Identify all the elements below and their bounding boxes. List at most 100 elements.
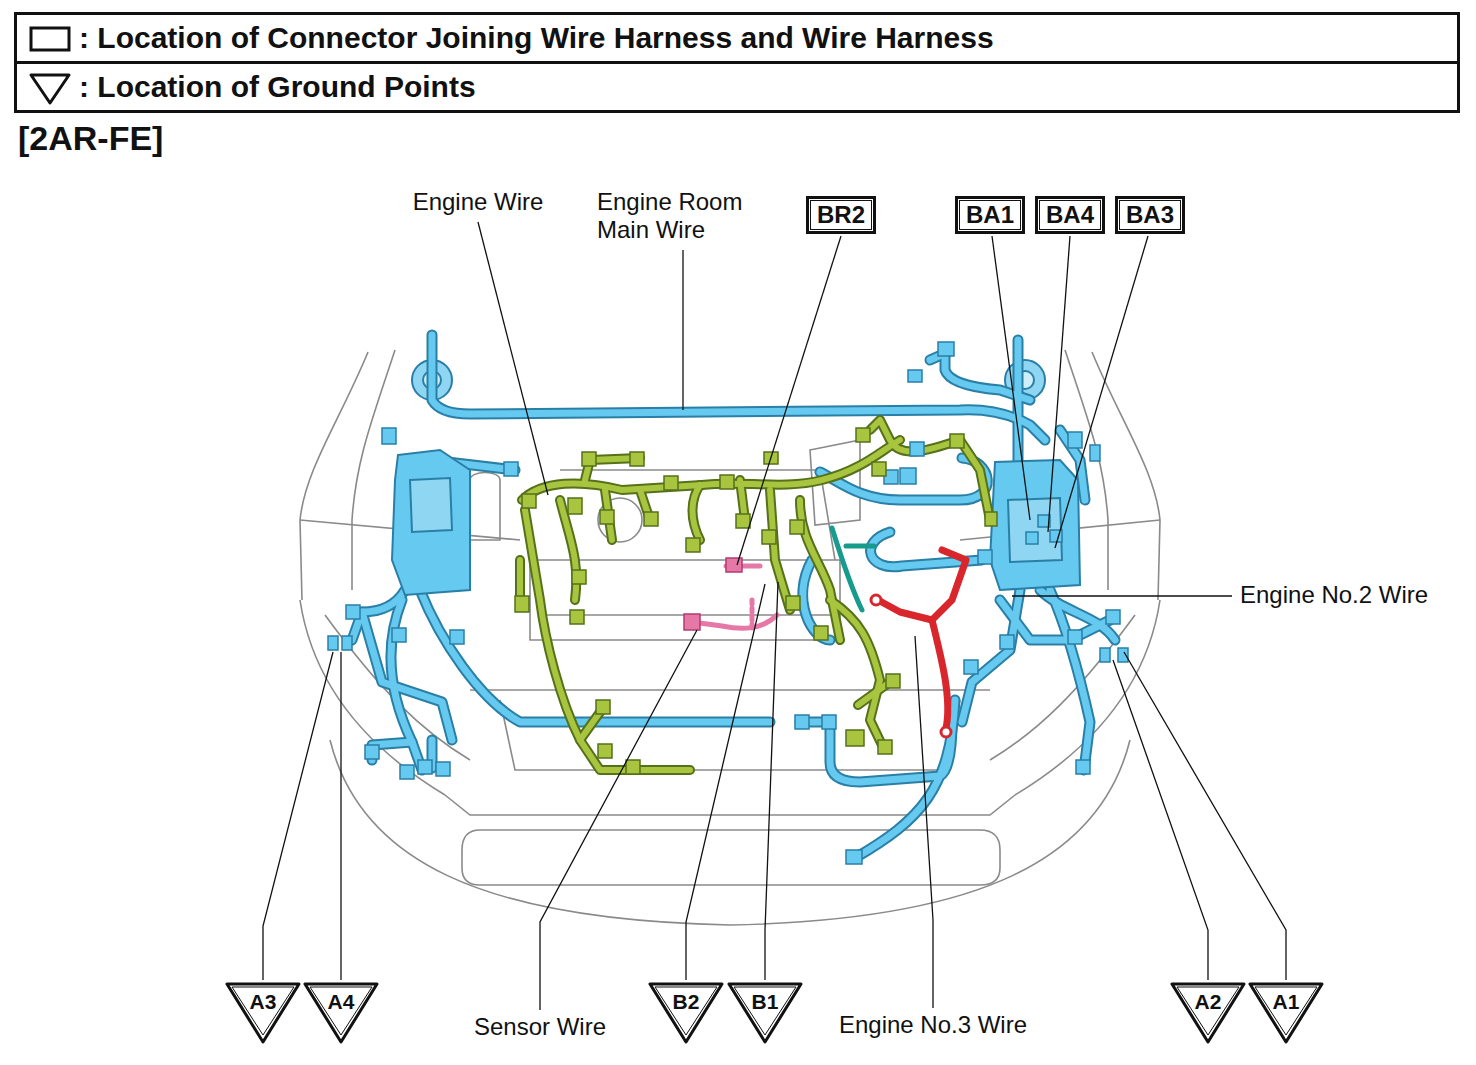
engine-no2-wire (846, 544, 874, 549)
engine-room-main-wire-outline (432, 335, 1045, 440)
legend-swatch (23, 67, 79, 107)
leader-line (540, 630, 697, 1010)
engine-room-main-wire (432, 335, 1045, 440)
engine-wire (870, 420, 990, 520)
blue-connector (1000, 635, 1014, 649)
green-connector (790, 520, 804, 534)
leader-line (263, 222, 1286, 1010)
leader-line (263, 652, 333, 980)
blue-connector (908, 370, 922, 382)
car-body-outline (462, 830, 1000, 885)
blue-connector (382, 428, 396, 444)
harness-label: Engine Wire (413, 188, 544, 216)
green-connector (522, 494, 536, 508)
engine-wire (693, 485, 701, 540)
green-connector (886, 674, 900, 688)
green-connector (596, 700, 610, 714)
green-connector (570, 610, 584, 624)
green-connector (515, 428, 997, 774)
green-connector (572, 570, 586, 584)
ground-triangle-outline (655, 987, 717, 1035)
ground-triangle-outline (734, 987, 796, 1035)
sensor-wire (750, 600, 755, 630)
engine-no3-wire (932, 620, 948, 728)
leader-line (1113, 660, 1208, 980)
blue-connector (1068, 630, 1082, 644)
engine-wire-outline (693, 485, 701, 540)
engine-wire-outline (560, 500, 576, 600)
engine-no3-wire (878, 550, 966, 620)
engine-wire (800, 500, 840, 640)
blue-connector (418, 760, 432, 774)
blue-connector (795, 715, 809, 729)
engine-room-main-wire (362, 612, 452, 740)
leader-line (1055, 236, 1148, 548)
engine-room-main-wire (1050, 590, 1090, 770)
blue-connector (1100, 648, 1110, 662)
engine-wire-outline (525, 510, 690, 770)
connector-code-box: BA3 (1115, 196, 1185, 234)
green-connector (568, 498, 582, 514)
harness-label: Engine Room Main Wire (597, 188, 775, 244)
diagram-title: [2AR-FE] (18, 118, 163, 158)
ground-point-triangle: A3 (225, 982, 301, 1044)
car-body-outline (330, 740, 1130, 925)
leader-line (1012, 595, 1232, 596)
ground-point-triangle: B2 (648, 982, 724, 1044)
relay-block (990, 460, 1080, 590)
green-connector (664, 476, 678, 490)
ground-triangle-outline (1177, 987, 1239, 1035)
ground-point-code: A4 (328, 990, 355, 1014)
green-connector (762, 530, 776, 544)
green-connector (582, 452, 596, 466)
engine-no3-wire (878, 550, 966, 728)
ground-triangle-outline (310, 987, 372, 1035)
ground-point-code: A3 (250, 990, 277, 1014)
ground-point-triangle: A1 (1248, 982, 1324, 1044)
blue-connector (1090, 445, 1100, 461)
blue-connector (1068, 432, 1082, 448)
ground-point-code: A2 (1195, 990, 1222, 1014)
relay-block (1008, 498, 1062, 562)
leader-line (915, 636, 933, 1008)
legend: : Location of Connector Joining Wire Har… (14, 12, 1460, 113)
ground-point-triangle: B1 (727, 982, 803, 1044)
green-connector (786, 596, 800, 610)
ground-triangle-outline (1250, 984, 1322, 1042)
ground-triangle-outline (227, 984, 299, 1042)
ground-point-code: A1 (1273, 990, 1300, 1014)
green-connector (950, 434, 964, 448)
engine-wire (858, 682, 890, 705)
harness-label: Sensor Wire (474, 1013, 606, 1041)
blue-connector (328, 342, 1128, 864)
relay-block (410, 478, 452, 532)
leader-line (737, 236, 841, 565)
connector-code-box: BA4 (1035, 196, 1105, 234)
ground-triangle-outline (650, 984, 722, 1042)
blue-connector (346, 605, 360, 619)
leader-line (340, 652, 341, 980)
engine-room-main-wire-outline (820, 458, 987, 500)
engine-room-main-wire (1000, 600, 1110, 640)
car-body-outline (470, 689, 990, 691)
legend-swatch (23, 18, 79, 58)
ground-triangle-outline (305, 984, 377, 1042)
leader-line (765, 582, 778, 980)
blue-connector (964, 660, 978, 674)
blue-connector (365, 745, 379, 759)
blue-connector (1026, 532, 1038, 544)
green-connector (856, 428, 870, 442)
green-connector (644, 512, 658, 526)
engine-wire (520, 420, 990, 770)
blue-connector (978, 550, 992, 564)
legend-swatch (31, 28, 69, 50)
blue-connector (910, 442, 924, 456)
green-connector (814, 626, 828, 640)
engine-wire (522, 440, 900, 500)
green-connector (736, 514, 750, 528)
engine-wire-outline (870, 420, 990, 520)
engine-room-main-wire (420, 590, 770, 722)
sensor-connector (684, 558, 742, 630)
engine-room-main-wire-outline (420, 590, 770, 722)
